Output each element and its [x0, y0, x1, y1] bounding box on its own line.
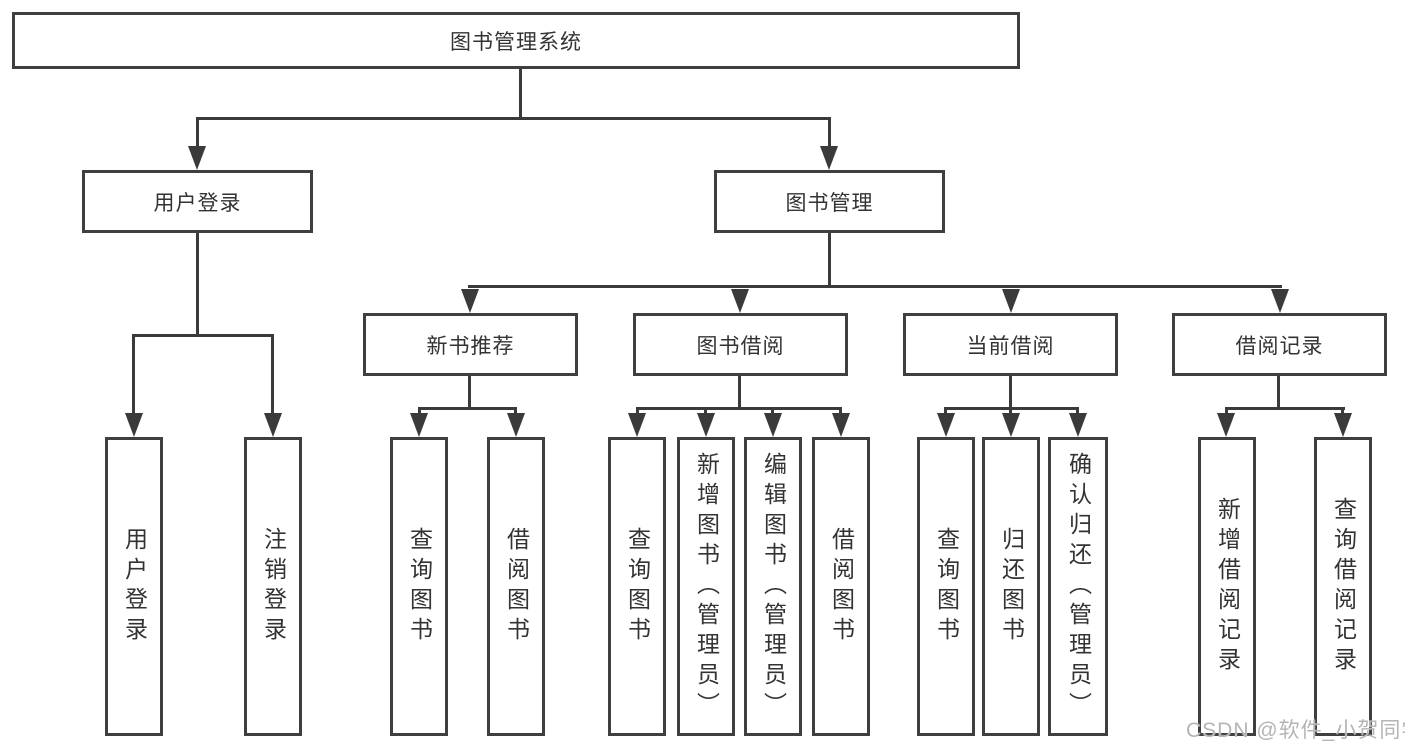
- connector-line: [1225, 407, 1228, 417]
- leaf-label: 借阅图书: [828, 526, 855, 647]
- connector-line: [418, 407, 421, 417]
- leaf-query-books-current: 查询图书: [917, 437, 975, 736]
- leaf-query-books-borrowing: 查询图书: [608, 437, 666, 736]
- leaf-label: 查询图书: [624, 526, 651, 647]
- leaf-label: 编辑图书（管理员）: [760, 451, 787, 722]
- leaf-label: 查询借阅记录: [1330, 496, 1357, 677]
- leaf-label: 归还图书: [998, 526, 1025, 647]
- connector-line: [418, 407, 517, 410]
- leaf-label: 借阅图书: [503, 526, 530, 647]
- connector-line: [132, 334, 135, 416]
- arrow-down-icon: [1271, 289, 1289, 313]
- arrow-down-icon: [410, 413, 428, 437]
- node-label: 图书借阅: [696, 334, 785, 358]
- node-current-borrowing: 当前借阅: [903, 313, 1118, 376]
- arrow-down-icon: [1217, 413, 1235, 437]
- connector-line: [196, 117, 199, 148]
- arrow-down-icon: [125, 413, 143, 437]
- connector-line: [1009, 376, 1012, 409]
- connector-line: [1277, 376, 1280, 409]
- leaf-label: 用户登录: [121, 526, 148, 647]
- leaf-add-books-admin: 新增图书（管理员）: [677, 437, 735, 736]
- leaf-label: 新增图书（管理员）: [693, 451, 720, 722]
- arrow-down-icon: [1069, 413, 1087, 437]
- arrow-down-icon: [820, 146, 838, 170]
- leaf-query-books-recommend: 查询图书: [390, 437, 448, 736]
- connector-line: [944, 407, 947, 417]
- leaf-add-borrow-record: 新增借阅记录: [1198, 437, 1256, 736]
- arrow-down-icon: [628, 413, 646, 437]
- connector-line: [197, 117, 831, 120]
- leaf-borrow-books-recommend: 借阅图书: [487, 437, 545, 736]
- arrow-down-icon: [1002, 413, 1020, 437]
- arrow-down-icon: [461, 289, 479, 313]
- connector-line: [771, 407, 774, 417]
- leaf-user-login: 用户登录: [105, 437, 163, 736]
- connector-line: [1076, 407, 1079, 417]
- connector-line: [468, 285, 1282, 288]
- connector-line: [196, 233, 199, 336]
- connector-line: [519, 69, 522, 118]
- node-user-login: 用户登录: [82, 170, 313, 233]
- connector-line: [1225, 407, 1345, 410]
- node-label: 图书管理系统: [450, 30, 582, 54]
- leaf-edit-books-admin: 编辑图书（管理员）: [744, 437, 802, 736]
- connector-line: [636, 407, 842, 410]
- node-new-book-recommendation: 新书推荐: [363, 313, 578, 376]
- node-label: 图书管理: [785, 191, 874, 215]
- leaf-confirm-return-admin: 确认归还（管理员）: [1048, 437, 1108, 736]
- connector-line: [828, 117, 831, 148]
- arrow-down-icon: [697, 413, 715, 437]
- connector-line: [1009, 407, 1012, 417]
- node-book-management: 图书管理: [714, 170, 945, 233]
- leaf-label: 新增借阅记录: [1214, 496, 1241, 677]
- arrow-down-icon: [937, 413, 955, 437]
- connector-line: [1341, 407, 1344, 417]
- connector-line: [738, 376, 741, 409]
- arrow-down-icon: [188, 146, 206, 170]
- leaf-label: 查询图书: [933, 526, 960, 647]
- connector-line: [704, 407, 707, 417]
- connector-line: [828, 233, 831, 287]
- arrow-down-icon: [1334, 413, 1352, 437]
- connector-line: [839, 407, 842, 417]
- arrow-down-icon: [507, 413, 525, 437]
- leaf-query-borrow-record: 查询借阅记录: [1314, 437, 1372, 736]
- arrow-down-icon: [764, 413, 782, 437]
- node-label: 新书推荐: [426, 334, 515, 358]
- node-label: 用户登录: [153, 191, 242, 215]
- connector-line: [636, 407, 639, 417]
- leaf-label: 注销登录: [260, 526, 287, 647]
- node-label: 当前借阅: [966, 334, 1055, 358]
- leaf-borrow-books: 借阅图书: [812, 437, 870, 736]
- connector-line: [468, 376, 471, 409]
- arrow-down-icon: [1002, 289, 1020, 313]
- leaf-logout: 注销登录: [244, 437, 302, 736]
- connector-line: [133, 334, 273, 337]
- arrow-down-icon: [264, 413, 282, 437]
- node-book-borrowing: 图书借阅: [633, 313, 848, 376]
- arrow-down-icon: [832, 413, 850, 437]
- node-library-management-system: 图书管理系统: [12, 12, 1020, 69]
- arrow-down-icon: [731, 289, 749, 313]
- leaf-return-books: 归还图书: [982, 437, 1040, 736]
- node-borrowing-records: 借阅记录: [1172, 313, 1387, 376]
- csdn-watermark: CSDN @软件_小贺同学: [1186, 719, 1405, 742]
- leaf-label: 确认归还（管理员）: [1065, 451, 1092, 722]
- connector-line: [271, 334, 274, 416]
- connector-line: [514, 407, 517, 417]
- node-label: 借阅记录: [1235, 334, 1324, 358]
- leaf-label: 查询图书: [406, 526, 433, 647]
